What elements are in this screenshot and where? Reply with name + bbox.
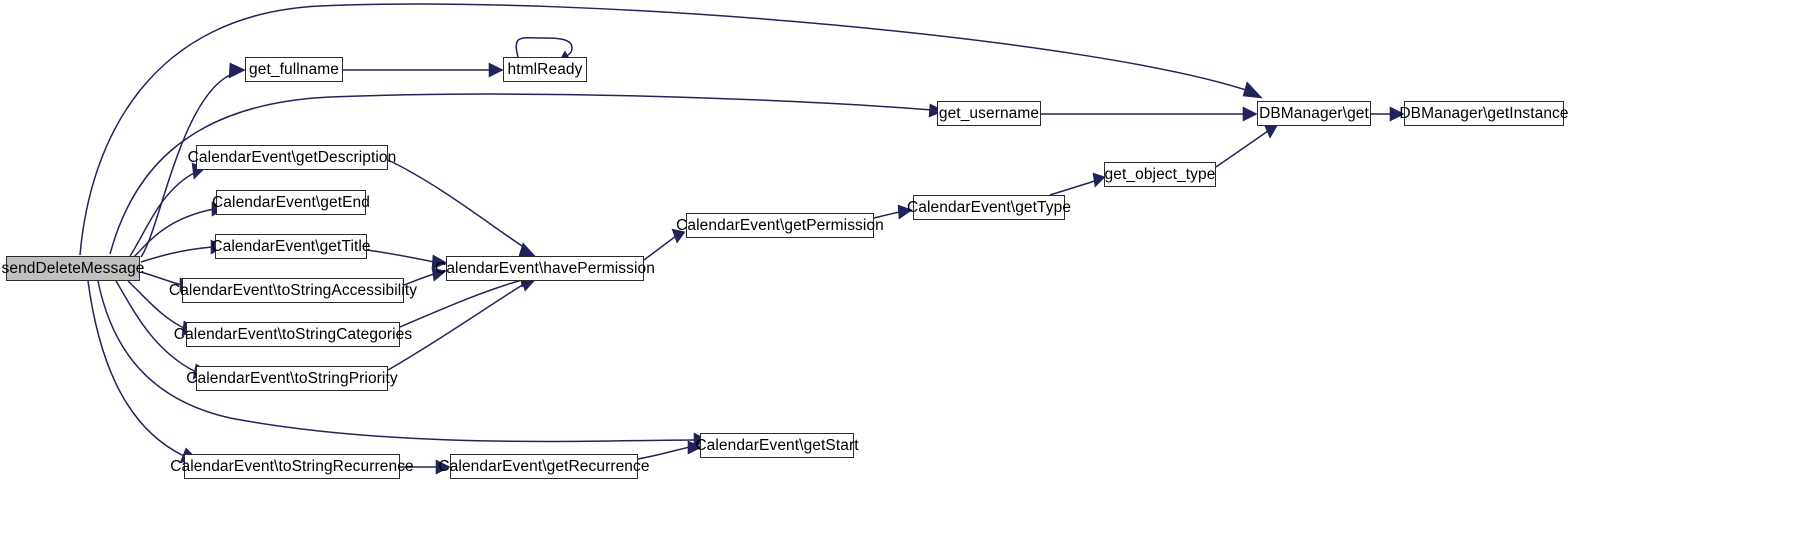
node-htmlReady[interactable]: htmlReady (503, 57, 587, 82)
node-CalendarEvent-toStringCategories[interactable]: CalendarEvent\toStringCategories (174, 322, 412, 347)
node-label: htmlReady (507, 60, 583, 78)
arrowhead-get_fullname (228, 62, 246, 79)
edge-sendDeleteMessage-toStringRecurrence (87, 280, 185, 457)
node-get_object_type[interactable]: get_object_type (1104, 162, 1216, 187)
arrowhead-htmlReady (488, 62, 504, 78)
node-get_fullname[interactable]: get_fullname (245, 57, 343, 82)
node-label: CalendarEvent\toStringAccessibility (168, 281, 418, 299)
node-label: CalendarEvent\havePermission (435, 259, 655, 277)
edge-sendDeleteMessage-getStart (97, 280, 697, 443)
node-CalendarEvent-toStringPriority[interactable]: CalendarEvent\toStringPriority (186, 366, 398, 391)
node-label: CalendarEvent\getRecurrence (438, 457, 650, 475)
edge-sendDeleteMessage-getTitle (140, 246, 213, 263)
edge-toStringAccessibility-havePermission (403, 273, 435, 286)
node-CalendarEvent-getRecurrence[interactable]: CalendarEvent\getRecurrence (438, 454, 650, 479)
node-DBManager-getInstance[interactable]: DBManager\getInstance (1399, 101, 1569, 126)
arrowhead-get_object_type (1092, 172, 1106, 188)
node-CalendarEvent-getTitle[interactable]: CalendarEvent\getTitle (211, 234, 371, 259)
node-CalendarEvent-toStringAccessibility[interactable]: CalendarEvent\toStringAccessibility (169, 278, 417, 303)
node-CalendarEvent-getEnd[interactable]: CalendarEvent\getEnd (212, 190, 370, 215)
edge-sendDeleteMessage-get_username (109, 93, 933, 255)
node-label: CalendarEvent\toStringCategories (173, 325, 413, 343)
node-sendDeleteMessage[interactable]: sendDeleteMessage (2, 256, 144, 281)
arrowhead-DBManagerGet-from-objtype (1263, 123, 1278, 139)
edge-get_object_type-DBManagerGet (1215, 130, 1269, 168)
node-label: get_fullname (249, 60, 339, 78)
node-label: DBManager\get (1259, 104, 1369, 122)
node-label: CalendarEvent\getTitle (211, 237, 371, 255)
node-label: CalendarEvent\toStringRecurrence (170, 457, 414, 475)
edge-sendDeleteMessage-getEnd (133, 208, 215, 258)
edge-sendDeleteMessage-toStringAccessibility (140, 271, 183, 286)
edge-getDescription-havePermission (387, 159, 529, 251)
node-DBManager-get[interactable]: DBManager\get (1257, 101, 1371, 126)
node-get_username[interactable]: get_username (937, 101, 1041, 126)
edge-sendDeleteMessage-DBManagerGet (79, 3, 1253, 256)
arrowhead-getStart-from-recurrence (687, 440, 703, 455)
arrowhead-DBManagerGet-from-username (1242, 106, 1258, 122)
node-label: DBManager\getInstance (1399, 104, 1569, 122)
edge-getType-get_object_type (1049, 179, 1099, 196)
node-label: get_object_type (1104, 165, 1216, 183)
node-CalendarEvent-getPermission[interactable]: CalendarEvent\getPermission (676, 213, 884, 238)
node-label: CalendarEvent\getPermission (676, 216, 884, 234)
edge-toStringCategories-havePermission (399, 279, 523, 328)
node-label: CalendarEvent\getStart (695, 436, 859, 454)
node-label: CalendarEvent\getType (906, 198, 1072, 216)
edge-htmlReady-self-loop (515, 36, 573, 58)
edge-sendDeleteMessage-getDescription (129, 171, 197, 257)
edge-toStringPriority-havePermission (387, 283, 525, 371)
arrowhead-DBManagerGet-from-root (1242, 81, 1263, 99)
node-label: CalendarEvent\getDescription (187, 148, 397, 166)
edge-sendDeleteMessage-toStringPriority (115, 280, 197, 373)
node-CalendarEvent-havePermission[interactable]: CalendarEvent\havePermission (435, 256, 655, 281)
edge-havePermission-getPermission (643, 235, 677, 261)
arrowhead-getRecurrence (435, 459, 451, 475)
node-CalendarEvent-getType[interactable]: CalendarEvent\getType (907, 195, 1071, 220)
arrowhead-getPermission (671, 228, 686, 244)
node-label: CalendarEvent\getEnd (212, 193, 370, 211)
edge-getRecurrence-getStart (637, 446, 691, 460)
arrowhead-havePermission-from-accessibility (431, 267, 447, 282)
arrowhead-getType (897, 204, 913, 220)
node-CalendarEvent-getStart[interactable]: CalendarEvent\getStart (695, 433, 859, 458)
arrowhead-DBManagerGetInstance (1389, 106, 1405, 122)
node-label: get_username (938, 104, 1040, 122)
edge-getTitle-havePermission (366, 249, 435, 263)
node-CalendarEvent-getDescription[interactable]: CalendarEvent\getDescription (188, 145, 396, 170)
node-label: sendDeleteMessage (1, 259, 145, 277)
node-CalendarEvent-toStringRecurrence[interactable]: CalendarEvent\toStringRecurrence (170, 454, 414, 479)
edge-sendDeleteMessage-toStringCategories (127, 280, 187, 330)
arrowhead-havePermission-from-getTitle (431, 254, 448, 270)
edge-getPermission-getType (873, 211, 900, 219)
node-label: CalendarEvent\toStringPriority (186, 369, 398, 387)
